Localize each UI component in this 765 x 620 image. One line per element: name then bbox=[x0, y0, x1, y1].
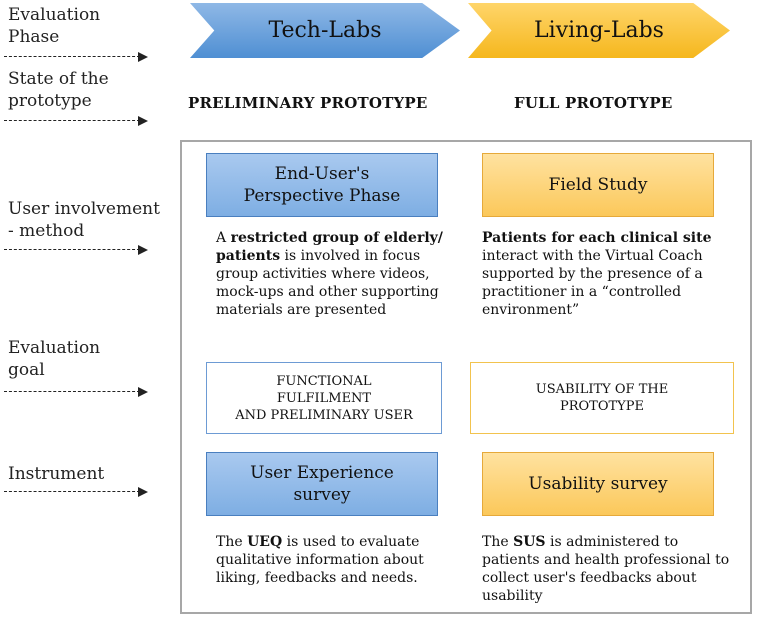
row-label-state-line2: prototype bbox=[8, 91, 92, 111]
arrow-evaluation-goal-head bbox=[138, 387, 148, 397]
state-tech: PRELIMINARY PROTOTYPE bbox=[188, 94, 428, 112]
method-living-text: Field Study bbox=[548, 175, 648, 195]
row-label-state: State of the prototype bbox=[8, 68, 109, 112]
method-tech-line1: End-User's bbox=[274, 164, 370, 184]
goal-living-line1: USABILITY OF THE bbox=[535, 382, 669, 397]
instrument-desc-tech-pre: The bbox=[216, 534, 248, 550]
state-living: FULL PROTOTYPE bbox=[514, 94, 673, 112]
instrument-desc-living-pre: The bbox=[482, 534, 514, 550]
arrow-instrument-head bbox=[138, 487, 148, 497]
phase-label-living-labs: Living-Labs bbox=[534, 18, 664, 43]
goal-box-tech: FUNCTIONAL FULFILMENT AND PRELIMINARY US… bbox=[206, 362, 442, 434]
arrow-evaluation-phase-head bbox=[138, 52, 148, 62]
row-label-evaluation-phase-line2: Phase bbox=[8, 27, 60, 47]
row-label-evaluation-goal-line2: goal bbox=[8, 360, 45, 380]
goal-tech-text: FUNCTIONAL FULFILMENT AND PRELIMINARY US… bbox=[235, 373, 413, 424]
method-tech-line2: Perspective Phase bbox=[243, 186, 401, 206]
method-desc-living-bold: Patients for each clinical site bbox=[482, 230, 712, 246]
goal-tech-word-and: AND bbox=[235, 407, 267, 423]
goal-living-line2: PROTOTYPE bbox=[559, 399, 644, 414]
method-desc-tech-pre: A bbox=[216, 230, 231, 246]
method-desc-living-post: interact with the Virtual Coach supporte… bbox=[482, 248, 703, 318]
instrument-living-text: Usability survey bbox=[528, 474, 668, 494]
instrument-box-tech: User Experience survey bbox=[206, 452, 438, 516]
goal-box-living: USABILITY OF THE PROTOTYPE bbox=[470, 362, 734, 434]
row-label-user-involvement-line2: - method bbox=[8, 221, 85, 241]
row-label-instrument: Instrument bbox=[8, 464, 105, 484]
row-label-evaluation-phase-line1: Evaluation bbox=[8, 5, 101, 25]
method-box-tech: End-User's Perspective Phase bbox=[206, 153, 438, 217]
method-box-living: Field Study bbox=[482, 153, 714, 217]
phase-chevron-tech-labs: Tech-Labs bbox=[190, 3, 460, 58]
row-label-user-involvement-line1: User involvement bbox=[8, 199, 160, 219]
instrument-desc-tech: The UEQ is used to evaluate qualitative … bbox=[216, 533, 448, 587]
instrument-tech-line2: survey bbox=[293, 485, 351, 505]
instrument-desc-tech-post: is used to evaluate qualitative informat… bbox=[216, 534, 424, 586]
arrow-state-line bbox=[4, 120, 140, 121]
goal-tech-line2: FULFILMENT bbox=[235, 390, 413, 407]
method-desc-tech-bold: restricted group of elderly/ patients bbox=[216, 230, 443, 264]
instrument-box-living: Usability survey bbox=[482, 452, 714, 516]
instrument-desc-tech-bold: UEQ bbox=[247, 534, 283, 550]
instrument-desc-living: The SUS is administered to patients and … bbox=[482, 533, 738, 605]
instrument-tech-text: User Experience survey bbox=[250, 462, 394, 506]
row-label-evaluation-goal: Evaluation goal bbox=[8, 337, 100, 381]
goal-tech-line3: AND PRELIMINARY USER bbox=[235, 407, 413, 424]
row-label-evaluation-phase: Evaluation Phase bbox=[8, 4, 100, 48]
arrow-user-involvement-line bbox=[4, 249, 140, 250]
row-label-evaluation-goal-line1: Evaluation bbox=[8, 338, 101, 358]
goal-living-text: USABILITY OF THE PROTOTYPE bbox=[536, 381, 668, 415]
arrow-state-head bbox=[138, 116, 148, 126]
method-desc-tech-post: is involved in focus group activities wh… bbox=[216, 248, 439, 318]
goal-tech-line1: FUNCTIONAL bbox=[276, 373, 372, 389]
method-desc-tech: A restricted group of elderly/ patients … bbox=[216, 229, 452, 319]
arrow-instrument-line bbox=[4, 491, 140, 492]
instrument-desc-living-post: is administered to patients and health p… bbox=[482, 534, 730, 604]
row-label-user-involvement: User involvement - method bbox=[8, 198, 160, 242]
instrument-desc-living-bold: SUS bbox=[513, 534, 546, 550]
phase-chevron-living-labs: Living-Labs bbox=[468, 3, 730, 58]
goal-tech-word-preliminary-user: PRELIMINARY USER bbox=[270, 407, 413, 423]
phase-label-tech-labs: Tech-Labs bbox=[268, 18, 382, 43]
method-tech-text: End-User's Perspective Phase bbox=[244, 163, 401, 207]
arrow-user-involvement-head bbox=[138, 245, 148, 255]
arrow-evaluation-phase-line bbox=[4, 56, 140, 57]
content-frame bbox=[180, 140, 752, 614]
method-desc-living: Patients for each clinical site interact… bbox=[482, 229, 712, 319]
instrument-tech-line1: User Experience bbox=[250, 463, 394, 483]
goal-tech-word-fulfilment: FULFILMENT bbox=[276, 390, 372, 406]
arrow-evaluation-goal-line bbox=[4, 391, 140, 392]
row-label-state-line1: State of the bbox=[8, 69, 109, 89]
